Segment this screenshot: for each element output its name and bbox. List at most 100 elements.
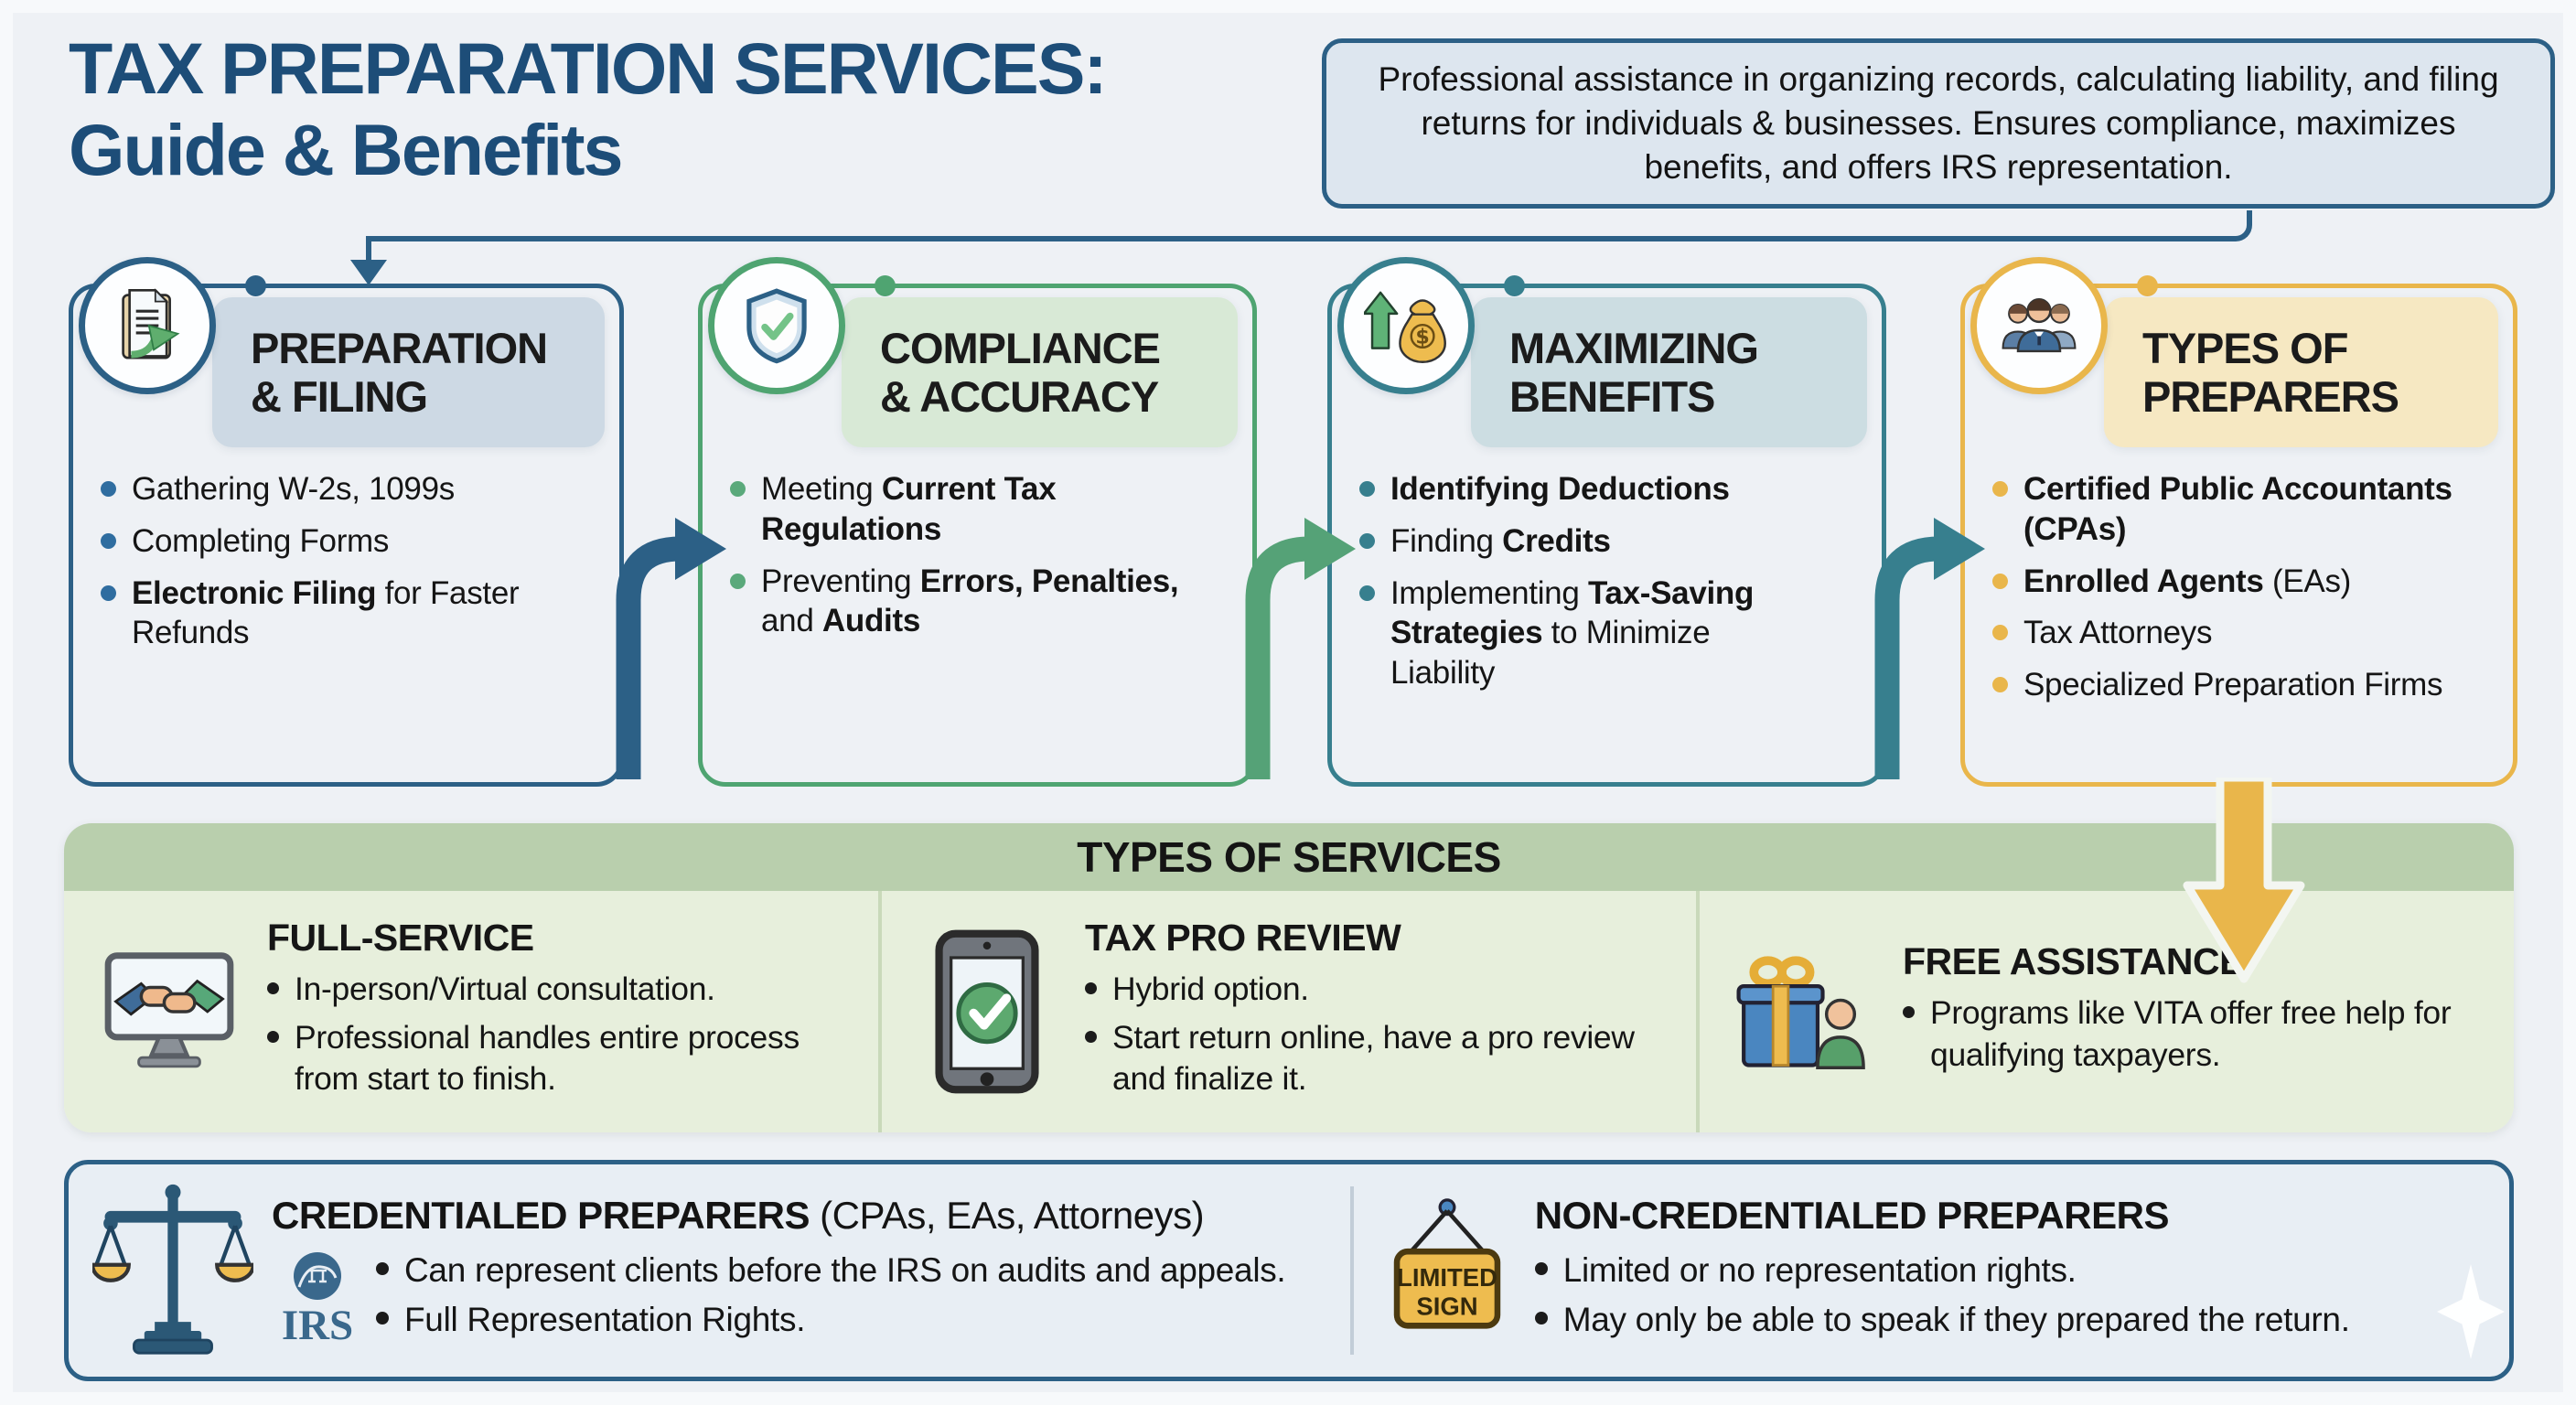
credentialed-bullets: Can represent clients before the IRS on … — [376, 1249, 1286, 1347]
credentialed-text: CREDENTIALED PREPARERS (CPAs, EAs, Attor… — [272, 1194, 1286, 1350]
node-dot — [245, 275, 266, 296]
text-segment: Identifying Deductions — [1390, 471, 1730, 507]
text-segment: and — [761, 603, 822, 639]
bullet-dot — [1534, 1261, 1548, 1275]
list-item: Implementing Tax-Saving Strategies to Mi… — [1359, 574, 1873, 693]
non-credentialed-bullets: Limited or no representation rights. May … — [1534, 1249, 2350, 1342]
bullet-text: Meeting Current Tax Regulations — [761, 469, 1191, 550]
bullet-dot — [730, 573, 746, 589]
text-segment: Implementing — [1390, 574, 1588, 611]
text-segment: to Minimize Liability — [1390, 615, 1711, 691]
service-text: TAX PRO REVIEW Hybrid option. Start retur… — [1085, 917, 1643, 1107]
credentialed-preparers: CREDENTIALED PREPARERS (CPAs, EAs, Attor… — [69, 1164, 1350, 1377]
flow-box-maximizing-benefits: $ MAXIMIZING BENEFITS Identifying Deduct… — [1327, 257, 1886, 787]
text-segment: NON-CREDENTIALED PREPARERS — [1534, 1193, 2170, 1237]
bullet-dot — [1992, 573, 2008, 589]
page-title: TAX PREPARATION SERVICES: Guide & Benefi… — [69, 27, 1108, 191]
flow-box-title-line: BENEFITS — [1509, 372, 1715, 421]
bullet-text: In-person/Virtual consultation. — [295, 969, 715, 1010]
list-item: Start return online, have a pro review a… — [1085, 1017, 1643, 1099]
bullet-text: Professional handles entire process from… — [295, 1017, 825, 1099]
money-growth-icon: $ — [1337, 257, 1475, 394]
bullet-dot — [1992, 677, 2008, 692]
bullet-text: Preventing Errors, Penalties, and Audits — [761, 562, 1191, 642]
node-dot — [1504, 275, 1525, 296]
bullet-dot — [1085, 1030, 1097, 1043]
node-dot — [875, 275, 896, 296]
bullet-dot — [1359, 532, 1375, 549]
bullet-dot — [267, 1030, 279, 1043]
bullet-text: Implementing Tax-Saving Strategies to Mi… — [1390, 574, 1820, 693]
connector-stub — [366, 236, 371, 262]
bullet-dot — [1534, 1312, 1548, 1325]
down-arrow-icon — [2183, 778, 2305, 983]
list-item: Electronic Filing for Faster Refunds — [101, 574, 610, 654]
svg-text:$: $ — [1415, 326, 1429, 349]
monitor-handshake-icon — [91, 948, 247, 1076]
connector-arrow-icon — [350, 260, 387, 285]
limited-sign-icon: LIMITED SIGN — [1378, 1196, 1517, 1345]
preparers-group-icon — [1970, 257, 2108, 394]
text-segment: Meeting — [761, 471, 882, 507]
text-segment: Credits — [1502, 522, 1611, 559]
bullet-text: Specialized Preparation Firms — [2023, 665, 2442, 705]
text-segment: Finding — [1390, 522, 1503, 559]
bullet-text: Limited or no representation rights. — [1563, 1249, 2077, 1292]
service-heading: TAX PRO REVIEW — [1085, 916, 1401, 959]
list-item: Completing Forms — [101, 521, 610, 562]
flow-box-title-line: MAXIMIZING — [1509, 323, 1759, 372]
credentials-divider — [1349, 1186, 1354, 1355]
list-item: Limited or no representation rights. — [1534, 1249, 2350, 1292]
service-full-service: FULL-SERVICE In-person/Virtual consultat… — [64, 891, 878, 1132]
bullet-dot — [101, 532, 116, 549]
flow-box-title-line: COMPLIANCE — [880, 323, 1161, 372]
list-item: Programs like VITA offer free help for q… — [1903, 992, 2461, 1075]
service-text: FREE ASSISTANCE Programs like VITA offer… — [1903, 940, 2461, 1082]
service-bullets: In-person/Virtual consultation. Professio… — [267, 969, 825, 1099]
service-text: FULL-SERVICE In-person/Virtual consultat… — [267, 917, 825, 1107]
intro-text: Professional assistance in organizing re… — [1378, 59, 2499, 187]
connector-line — [366, 210, 2252, 241]
bullet-dot — [101, 481, 116, 497]
text-segment: Full Representation Rights. — [404, 1301, 806, 1338]
bullet-dot — [101, 585, 116, 601]
bullet-dot — [376, 1312, 389, 1325]
list-item: May only be able to speak if they prepar… — [1534, 1298, 2350, 1342]
irs-label: IRS — [281, 1302, 354, 1350]
bullet-text: Enrolled Agents (EAs) — [2023, 562, 2351, 602]
flow-box-title-line: TYPES OF — [2142, 323, 2348, 372]
svg-text:LIMITED: LIMITED — [1397, 1263, 1497, 1292]
bullet-text: May only be able to speak if they prepar… — [1563, 1298, 2350, 1342]
list-item: Can represent clients before the IRS on … — [376, 1249, 1286, 1292]
intro-box: Professional assistance in organizing re… — [1322, 38, 2555, 209]
bullet-text: Electronic Filing for Faster Refunds — [132, 574, 562, 654]
bullet-dot — [1992, 481, 2008, 497]
text-segment: Hybrid option. — [1112, 970, 1309, 1007]
bullet-dot — [267, 981, 279, 994]
text-segment: Preventing — [761, 563, 920, 599]
bullet-text: Full Representation Rights. — [404, 1298, 805, 1342]
list-item: Certified Public Accountants (CPAs) — [1992, 469, 2504, 550]
list-item: Preventing Errors, Penalties, and Audits — [730, 562, 1243, 642]
text-segment: Gathering W-2s, 1099s — [132, 471, 455, 507]
types-of-services-title: TYPES OF SERVICES — [64, 823, 2514, 891]
list-item: Enrolled Agents (EAs) — [1992, 562, 2504, 602]
bullet-dot — [730, 481, 746, 497]
document-arrow-icon — [79, 257, 216, 394]
text-segment: Start return online, have a pro review a… — [1112, 1018, 1635, 1098]
flow-box-title-line: PREPARATION — [251, 323, 548, 372]
text-segment: Audits — [821, 603, 921, 639]
bullet-dot — [1359, 585, 1375, 601]
bullet-text: Hybrid option. — [1112, 969, 1309, 1010]
list-item: Identifying Deductions — [1359, 469, 1873, 509]
flow-arrow-icon — [1245, 518, 1356, 779]
non-credentialed-preparers: LIMITED SIGN NON-CREDENTIALED PREPARERS … — [1354, 1164, 2509, 1377]
service-bullets: Programs like VITA offer free help for q… — [1903, 992, 2461, 1075]
text-segment: Errors, Penalties, — [919, 563, 1179, 599]
non-credentialed-text: NON-CREDENTIALED PREPARERS Limited or no… — [1534, 1193, 2350, 1347]
flow-box-title: PREPARATION & FILING — [212, 297, 605, 447]
types-of-services-body: FULL-SERVICE In-person/Virtual consultat… — [64, 891, 2514, 1132]
